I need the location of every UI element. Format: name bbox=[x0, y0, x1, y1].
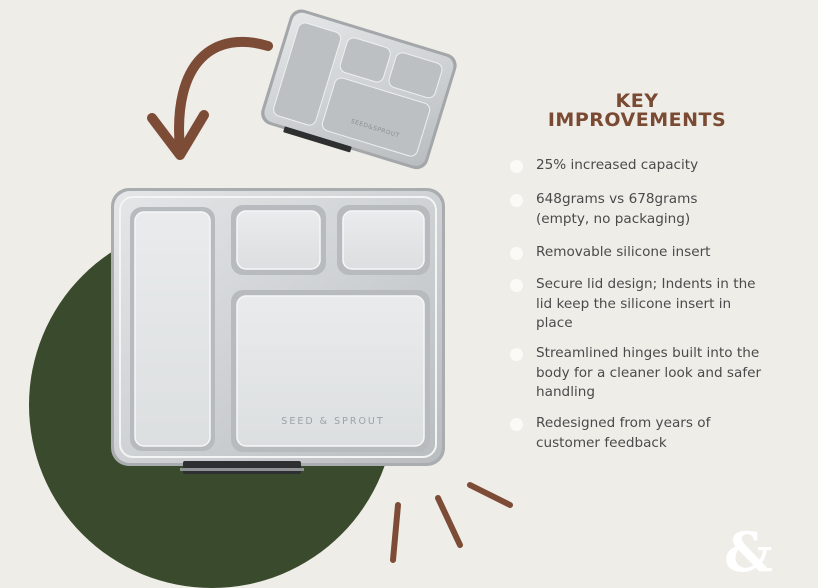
bullet-dot-icon bbox=[510, 247, 523, 260]
curved-arrow-icon bbox=[147, 37, 273, 160]
lunchbox-main bbox=[111, 188, 445, 474]
feature-text: Streamlined hinges built into the body f… bbox=[536, 345, 762, 400]
bullet-dot-icon bbox=[510, 194, 523, 207]
heading-line-1: KEY bbox=[615, 90, 659, 112]
bullet-dot-icon bbox=[510, 418, 523, 431]
bullet-dot-icon bbox=[510, 279, 523, 292]
brand-mark: SEED & SPROUT bbox=[281, 416, 385, 427]
feature-text: Redesigned from years of customer feedba… bbox=[536, 415, 711, 451]
feature-text: 648grams vs 678grams (empty, no packagin… bbox=[536, 191, 698, 227]
bullet-dot-icon bbox=[510, 160, 523, 173]
key-improvements-heading: KEY IMPROVEMENTS bbox=[512, 92, 762, 130]
bullet-dot-icon bbox=[510, 348, 523, 361]
ampersand-icon: & bbox=[724, 520, 773, 584]
feature-text: 25% increased capacity bbox=[536, 157, 699, 173]
feature-text: Secure lid design; Indents in the lid ke… bbox=[536, 276, 756, 331]
heading-line-2: IMPROVEMENTS bbox=[547, 109, 727, 131]
accent-stroke-icon bbox=[390, 482, 513, 563]
lunchbox-small bbox=[261, 9, 457, 170]
feature-text: Removable silicone insert bbox=[536, 244, 711, 260]
